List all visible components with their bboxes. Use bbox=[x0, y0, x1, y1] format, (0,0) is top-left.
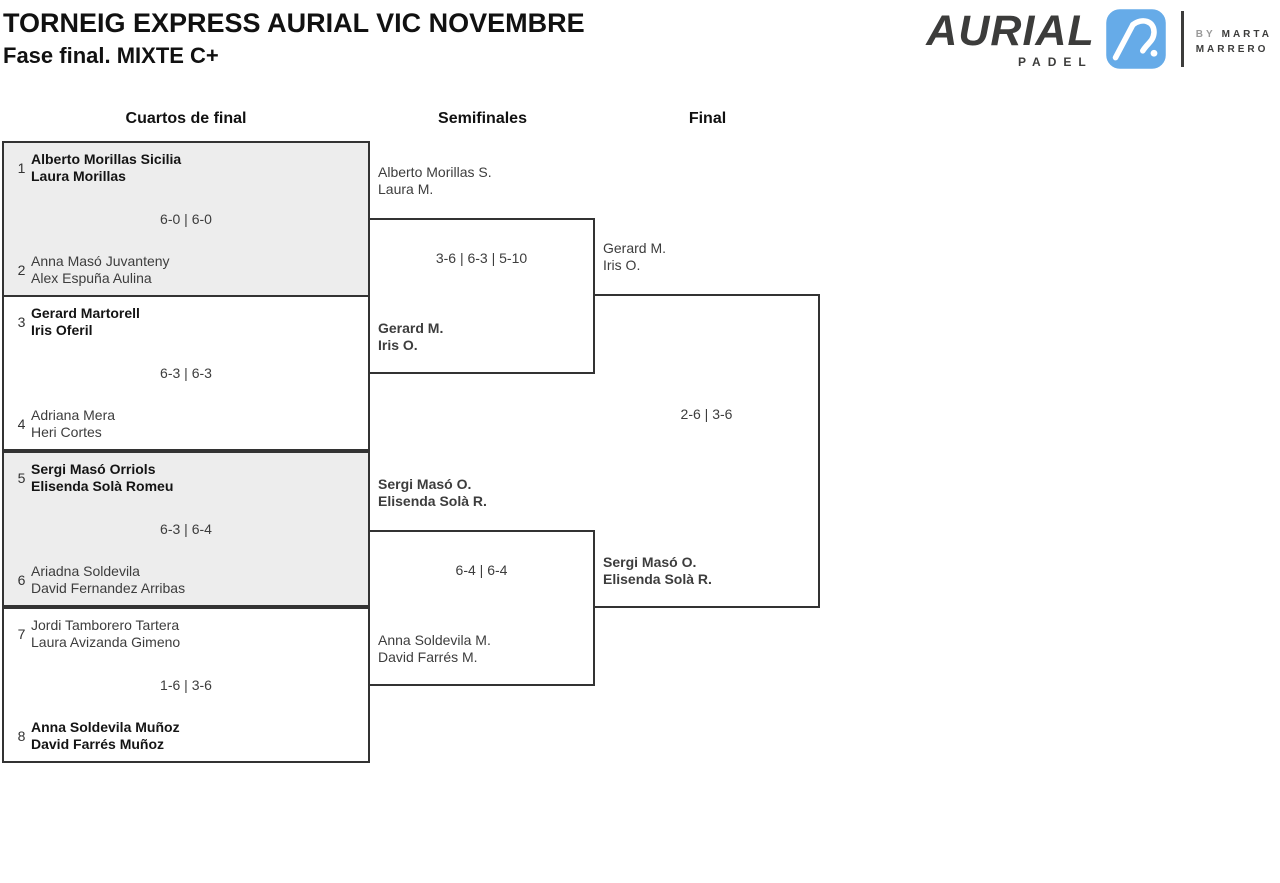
winner-team-names: Sergi Masó O. Elisenda Solà R. bbox=[603, 554, 712, 587]
round-header-quarterfinals: Cuartos de final bbox=[125, 110, 247, 127]
team-names: Ariadna Soldevila David Fernandez Arriba… bbox=[31, 563, 186, 596]
team-row: 7 Jordi Tamborero Tartera Laura Avizanda… bbox=[12, 617, 360, 651]
round-header-final: Final bbox=[688, 110, 727, 127]
padel-brand-text: PADEL bbox=[1017, 55, 1093, 69]
team-names: Anna Soldevila Muñoz David Farrés Muñoz bbox=[31, 719, 180, 752]
page-subtitle: Fase final. MIXTE C+ bbox=[3, 43, 219, 68]
brand-logo: AURIAL PADEL BY MARTA MARRERO bbox=[926, 8, 1272, 70]
team-names: Gerard M. Iris O. bbox=[603, 240, 667, 273]
team-names: Sergi Masó Orriols Elisenda Solà Romeu bbox=[31, 461, 174, 494]
team-names: Gerard Martorell Iris Oferil bbox=[31, 305, 140, 338]
seed-number: 7 bbox=[17, 626, 26, 642]
aurial-monogram-icon bbox=[1105, 8, 1167, 70]
team-row: 1 Alberto Morillas Sicilia Laura Morilla… bbox=[12, 151, 360, 185]
aurial-brand-text: AURIAL bbox=[926, 7, 1095, 55]
match-score: 6-3 | 6-3 bbox=[160, 365, 212, 381]
seed-number: 4 bbox=[17, 416, 26, 432]
team-row: 6 Ariadna Soldevila David Fernandez Arri… bbox=[12, 563, 360, 597]
team-names: Jordi Tamborero Tartera Laura Avizanda G… bbox=[31, 617, 181, 650]
team-names: Adriana Mera Heri Cortes bbox=[31, 407, 116, 440]
seed-number: 1 bbox=[17, 160, 26, 176]
team-row: 4 Adriana Mera Heri Cortes bbox=[12, 407, 360, 441]
byline-prefix: BY bbox=[1195, 29, 1216, 40]
qf-match-4[interactable]: 7 Jordi Tamborero Tartera Laura Avizanda… bbox=[2, 607, 370, 763]
match-score: 2-6 | 3-6 bbox=[680, 406, 733, 422]
match-score: 6-4 | 6-4 bbox=[455, 562, 508, 578]
sf-match-1[interactable]: Alberto Morillas S. Laura M. 3-6 | 6-3 |… bbox=[370, 164, 595, 374]
team-row: 3 Gerard Martorell Iris Oferil bbox=[12, 305, 360, 339]
byline-name-1: MARTA bbox=[1221, 29, 1272, 40]
team-names: Anna Soldevila M. David Farrés M. bbox=[378, 632, 491, 665]
seed-number: 3 bbox=[17, 314, 26, 330]
team-row: 2 Anna Masó Juvanteny Alex Espuña Aulina bbox=[12, 253, 360, 287]
sf-match-2[interactable]: Sergi Masó O. Elisenda Solà R. 6-4 | 6-4… bbox=[370, 476, 595, 686]
qf-match-1[interactable]: 1 Alberto Morillas Sicilia Laura Morilla… bbox=[2, 141, 370, 297]
match-score: 6-3 | 6-4 bbox=[160, 521, 212, 537]
logo-divider bbox=[1180, 11, 1184, 67]
match-score: 6-0 | 6-0 bbox=[160, 211, 212, 227]
round-header-semifinals: Semifinales bbox=[438, 110, 527, 127]
team-names: Sergi Masó O. Elisenda Solà R. bbox=[378, 476, 487, 509]
team-names: Anna Masó Juvanteny Alex Espuña Aulina bbox=[31, 253, 170, 286]
seed-number: 2 bbox=[17, 262, 26, 278]
match-score: 3-6 | 6-3 | 5-10 bbox=[435, 250, 528, 266]
seed-number: 5 bbox=[17, 470, 26, 486]
seed-number: 8 bbox=[17, 728, 26, 744]
seed-number: 6 bbox=[17, 572, 26, 588]
team-row: 5 Sergi Masó Orriols Elisenda Solà Romeu bbox=[12, 461, 360, 495]
match-score: 1-6 | 3-6 bbox=[160, 677, 212, 693]
final-match[interactable]: Gerard M. Iris O. 2-6 | 3-6 Sergi Masó O… bbox=[595, 240, 820, 608]
page-title: TORNEIG EXPRESS AURIAL VIC NOVEMBRE bbox=[3, 8, 585, 38]
team-names: Alberto Morillas S. Laura M. bbox=[378, 164, 492, 197]
aurial-wordmark: AURIAL PADEL bbox=[926, 8, 1094, 69]
byline: BY MARTA MARRERO bbox=[1196, 27, 1272, 57]
qf-match-2[interactable]: 3 Gerard Martorell Iris Oferil 6-3 | 6-3… bbox=[2, 295, 370, 451]
team-names: Alberto Morillas Sicilia Laura Morillas bbox=[31, 151, 182, 184]
byline-name-2: MARRERO bbox=[1195, 44, 1269, 55]
team-row: 8 Anna Soldevila Muñoz David Farrés Muño… bbox=[12, 719, 360, 753]
team-names: Gerard M. Iris O. bbox=[378, 320, 444, 353]
qf-match-3[interactable]: 5 Sergi Masó Orriols Elisenda Solà Romeu… bbox=[2, 451, 370, 607]
